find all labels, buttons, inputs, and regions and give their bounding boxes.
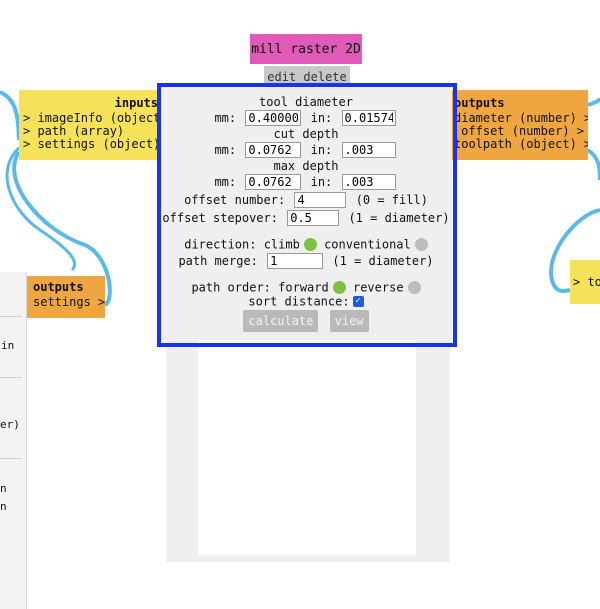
edit-button[interactable]: edit xyxy=(267,70,297,84)
direction-row: direction: climb conventional xyxy=(160,237,452,252)
mill-raster-panel: tool diameter mm: in: cut depth mm: in: … xyxy=(160,86,452,340)
path-order-label: path order: xyxy=(191,280,271,295)
cut-depth-in-input[interactable] xyxy=(341,142,396,158)
path-order-row: path order: forward reverse xyxy=(160,280,452,295)
cut-depth-label: cut depth xyxy=(273,127,339,141)
max-depth-in-input[interactable] xyxy=(341,174,396,190)
offset-number-row: offset number: (0 = fill) xyxy=(160,192,452,208)
offset-number-label: offset number: xyxy=(184,193,286,207)
wire xyxy=(5,146,77,272)
output-port-toolpath[interactable]: toolpath (object) > xyxy=(454,137,588,151)
sort-distance-row: sort distance:✓ xyxy=(160,294,452,309)
output-port-offset[interactable]: offset (number) > xyxy=(461,124,584,138)
offset-number-input[interactable] xyxy=(294,192,347,208)
input-port-settings[interactable]: > settings (object) xyxy=(23,137,161,151)
cut-depth-mm-input[interactable] xyxy=(245,142,302,158)
offset-stepover-row: offset stepover: (1 = diameter) xyxy=(160,210,452,226)
offset-stepover-hint: (1 = diameter) xyxy=(348,211,450,225)
side-panel: in er) n n xyxy=(0,272,27,609)
reverse-label: reverse xyxy=(352,280,404,295)
in-label: in: xyxy=(310,143,333,157)
tool-diameter-in-input[interactable] xyxy=(341,110,396,126)
in-label: in: xyxy=(310,111,333,125)
divider xyxy=(0,316,22,317)
side-panel-text: in xyxy=(1,339,15,352)
in-label: in: xyxy=(310,175,333,189)
tool-diameter-row: mm: in: xyxy=(160,110,452,126)
outputs-header: outputs xyxy=(454,96,505,110)
divider xyxy=(0,458,22,459)
preview-canvas xyxy=(198,340,416,555)
delete-button[interactable]: delete xyxy=(303,70,347,84)
tool-diameter-mm-input[interactable] xyxy=(245,110,302,126)
direction-label: direction: xyxy=(184,237,257,252)
mm-label: mm: xyxy=(214,175,237,189)
mm-label: mm: xyxy=(214,143,237,157)
side-panel-text: er) xyxy=(0,418,20,431)
path-merge-hint: (1 = diameter) xyxy=(332,254,434,268)
climb-radio[interactable] xyxy=(303,238,317,251)
sort-distance-checkbox[interactable]: ✓ xyxy=(352,296,364,307)
output-port-diameter[interactable]: diameter (number) > xyxy=(454,111,588,125)
sort-distance-label: sort distance: xyxy=(248,294,350,309)
offset-stepover-label: offset stepover: xyxy=(162,211,278,225)
path-merge-label: path merge: xyxy=(178,254,258,268)
module-edit-bar: edit delete xyxy=(264,66,350,88)
max-depth-mm-input[interactable] xyxy=(245,174,302,190)
input-port-to[interactable]: > to xyxy=(570,260,600,304)
max-depth-label: max depth xyxy=(273,159,339,173)
offset-stepover-input[interactable] xyxy=(287,210,340,226)
action-buttons: calculate view xyxy=(160,310,452,332)
view-button[interactable]: view xyxy=(329,310,369,332)
wire xyxy=(586,148,600,181)
inputs-box: inputs > imageInfo (object) > path (arra… xyxy=(19,90,162,160)
inputs-header: inputs xyxy=(114,96,158,110)
forward-radio[interactable] xyxy=(332,281,346,294)
offset-number-hint: (0 = fill) xyxy=(355,193,428,207)
outputs-header: outputs xyxy=(33,280,84,294)
wire xyxy=(0,90,21,141)
wire xyxy=(548,208,600,293)
conventional-radio[interactable] xyxy=(414,238,428,251)
conventional-label: conventional xyxy=(324,237,411,252)
side-panel-text: n xyxy=(0,500,7,513)
max-depth-row: mm: in: xyxy=(160,174,452,190)
tool-diameter-label: tool diameter xyxy=(259,95,353,109)
module-title[interactable]: mill raster 2D xyxy=(250,34,362,64)
wire xyxy=(12,150,112,307)
input-port-imageinfo[interactable]: > imageInfo (object) xyxy=(23,111,162,125)
climb-label: climb xyxy=(263,237,300,252)
input-port-path[interactable]: > path (array) xyxy=(23,124,125,138)
path-merge-row: path merge: (1 = diameter) xyxy=(160,253,452,269)
output-port-settings[interactable]: settings > xyxy=(33,295,106,309)
mm-label: mm: xyxy=(214,111,237,125)
divider xyxy=(0,377,22,378)
settings-outputs-box: outputs settings > xyxy=(27,276,105,318)
path-merge-input[interactable] xyxy=(267,253,324,269)
outputs-box: outputs diameter (number) > offset (numb… xyxy=(450,90,588,160)
forward-label: forward xyxy=(278,280,329,295)
side-panel-text: n xyxy=(0,482,7,495)
calculate-button[interactable]: calculate xyxy=(243,310,319,332)
wire xyxy=(587,97,600,107)
cut-depth-row: mm: in: xyxy=(160,142,452,158)
reverse-radio[interactable] xyxy=(407,281,421,294)
